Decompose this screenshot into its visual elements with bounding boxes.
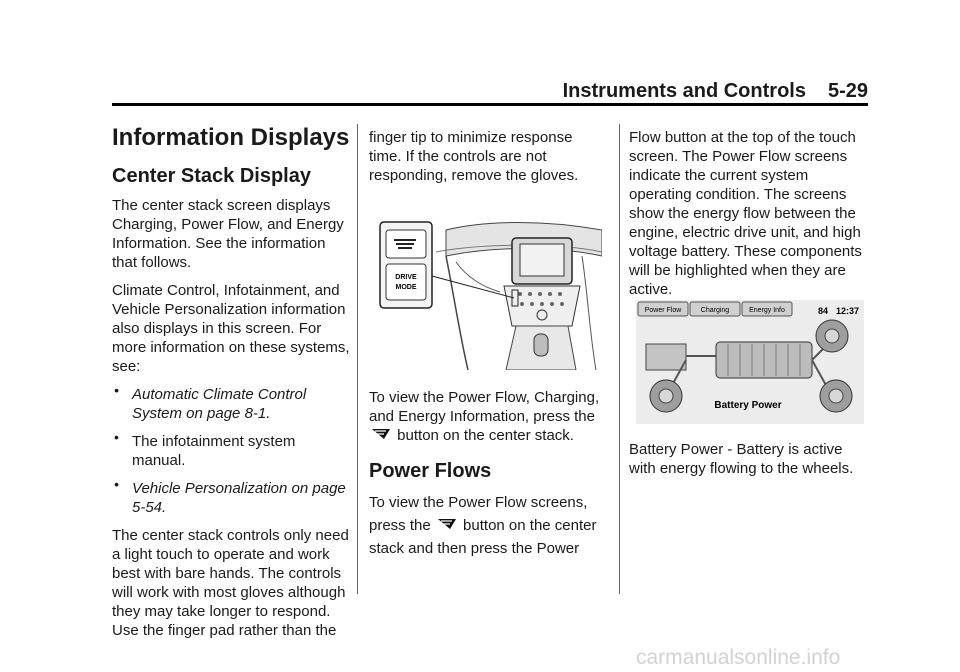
header-rule xyxy=(112,103,868,106)
paragraph: Battery Power - Battery is active with e… xyxy=(629,441,854,477)
clock-readout: 12:37 xyxy=(836,306,859,316)
page-number: 5-29 xyxy=(827,80,868,102)
reference-item: Automatic Climate Control System on page… xyxy=(112,381,352,423)
column-2-lower: To view the Power Flow, Charging, and En… xyxy=(369,388,607,569)
reference-list: Automatic Climate Control System on page… xyxy=(112,381,352,517)
tab-charging[interactable] xyxy=(689,301,741,317)
paragraph: The center stack controls only need a li… xyxy=(112,527,349,639)
drive-label: DRIVE xyxy=(395,274,417,281)
center-stack-illustration: DRIVE MODE xyxy=(376,216,602,370)
ev-leaf-icon xyxy=(394,239,416,249)
text-span: button on the center stack and then pres… xyxy=(369,517,597,557)
paragraph: To view the Power Flow, Charging, and En… xyxy=(369,388,607,445)
ev-leaf-icon xyxy=(437,519,456,529)
tab-energy-info-label: Energy Info xyxy=(749,307,785,314)
engine-icon xyxy=(645,343,687,371)
text-span: To view the Power Flow screens, press th… xyxy=(369,494,588,534)
page-header: Instruments and Controls 5-29 xyxy=(112,80,868,102)
main-heading: Information Displays xyxy=(112,124,350,151)
subheading: Center Stack Display xyxy=(112,165,311,187)
column-divider-2 xyxy=(619,124,620,594)
column-2: finger tip to minimize response time. If… xyxy=(369,128,607,194)
tab-power-flow[interactable] xyxy=(637,301,689,317)
watermark: carmanualsonline.info xyxy=(636,646,841,669)
reference-item: The infotainment system manual. xyxy=(112,428,352,470)
section-title: Instruments and Controls xyxy=(562,80,806,102)
tab-power-flow-label: Power Flow xyxy=(645,307,683,314)
paragraph: finger tip to minimize response time. If… xyxy=(369,129,579,184)
mode-label: MODE xyxy=(396,284,417,291)
text-span: button on the center stack. xyxy=(397,427,574,444)
tab-charging-label: Charging xyxy=(701,307,730,314)
column-divider-1 xyxy=(357,124,358,594)
paragraph: Climate Control, Infotainment, and Vehic… xyxy=(112,282,350,375)
temperature-readout: 84 xyxy=(818,306,828,316)
column-3: Flow button at the top of the touch scre… xyxy=(629,128,869,308)
paragraph: To view the Power Flow screens, press th… xyxy=(369,491,607,560)
paragraph: Flow button at the top of the touch scre… xyxy=(629,129,862,298)
text-span: To view the Power Flow, Charging, and En… xyxy=(369,389,600,425)
column-3-lower: Battery Power - Battery is active with e… xyxy=(629,440,869,487)
ev-leaf-icon xyxy=(372,429,390,439)
reference-item: Vehicle Personalization on page 5-54. xyxy=(112,475,352,517)
column-1: Information Displays Center Stack Displa… xyxy=(112,124,352,649)
power-flow-screen: Power Flow Charging Energy Info 84 12:37… xyxy=(636,300,864,424)
tab-energy-info[interactable] xyxy=(741,301,793,317)
paragraph: The center stack screen displays Chargin… xyxy=(112,197,344,271)
battery-power-caption: Battery Power xyxy=(714,400,781,411)
section-heading: Power Flows xyxy=(369,460,492,482)
